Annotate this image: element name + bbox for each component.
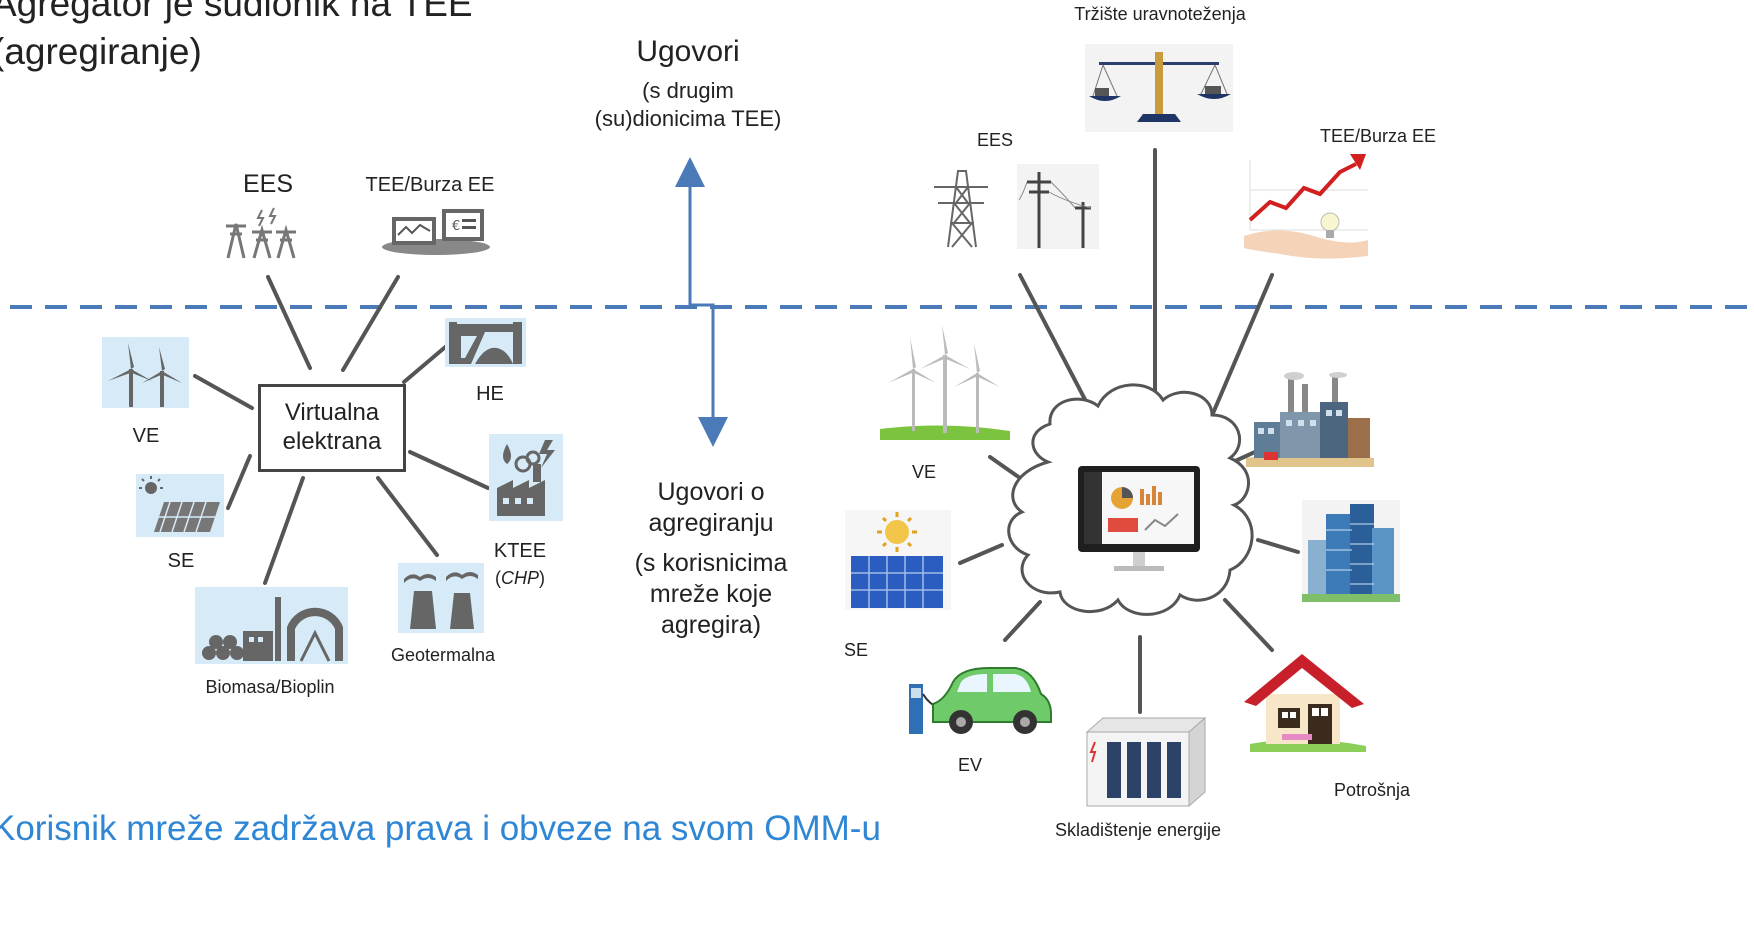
right-storage-label: Skladištenje energije — [1054, 820, 1222, 840]
contracts-top-line-2: (s drugim — [642, 78, 734, 103]
contracts-bottom-line-5: agregira) — [660, 611, 762, 639]
power-pole-icon — [1017, 164, 1099, 249]
geothermal-plant-icon — [398, 563, 484, 633]
left-geothermal-label: Geotermalna — [390, 645, 496, 665]
biomass-plant-icon — [195, 587, 348, 664]
dashboard-monitor-icon — [1078, 466, 1200, 571]
vpp-label-line-1: Virtualna — [284, 399, 380, 427]
left-ktee-chp-text: CHP — [500, 568, 540, 588]
contracts-top-line-3: (su)dionicima TEE) — [594, 106, 782, 131]
market-growth-icon — [1244, 154, 1368, 259]
contracts-top-title: Ugovori — [636, 35, 740, 68]
right-ev-label: EV — [957, 755, 983, 775]
right-tee-label: TEE/Burza EE — [1319, 126, 1437, 146]
hydro-plant-icon — [445, 318, 526, 367]
right-ees-label: EES — [976, 130, 1014, 150]
left-se-label: SE — [167, 550, 195, 572]
chp-plant-icon — [489, 434, 563, 521]
heading-line-1: Agregator je sudionik na TEE — [0, 0, 473, 24]
stock-exchange-icon: € — [382, 209, 490, 255]
left-ktee-label: KTEE — [493, 540, 547, 562]
wind-turbine-icon — [102, 337, 189, 408]
contract-arrow-up — [675, 157, 713, 307]
left-he-label: HE — [476, 383, 504, 405]
solar-sun-panel-icon — [845, 510, 951, 610]
industry-icon — [1246, 372, 1374, 467]
right-ve-label: VE — [911, 462, 937, 482]
contracts-bottom-line-4: mreže koje — [649, 580, 773, 608]
svg-text:€: € — [452, 219, 460, 234]
right-se-label: SE — [843, 640, 869, 660]
balance-scale-icon — [1085, 44, 1233, 132]
transmission-tower-icon — [226, 207, 296, 259]
contract-arrow-down — [690, 303, 728, 447]
left-ve-label: VE — [132, 425, 160, 447]
house-icon — [1244, 654, 1366, 752]
left-biomass-label: Biomasa/Bioplin — [205, 677, 335, 697]
contracts-bottom-line-1: Ugovori o — [657, 478, 765, 506]
battery-storage-icon — [1085, 716, 1207, 807]
right-consumption-label: Potrošnja — [1333, 780, 1411, 800]
electric-car-icon — [909, 667, 1052, 734]
left-ktee-chp-label: (CHP) — [494, 568, 546, 588]
wind-farm-icon — [880, 325, 1010, 440]
footer-note: Korisnik mreže zadržava prava i obveze n… — [0, 809, 881, 848]
solar-panel-icon — [136, 474, 224, 537]
pylon-icon — [934, 170, 988, 248]
contracts-bottom-line-3: (s korisnicima — [634, 549, 788, 577]
heading-line-2: (agregiranje) — [0, 31, 202, 72]
contracts-bottom-line-2: agregiranju — [648, 509, 774, 537]
office-buildings-icon — [1302, 500, 1400, 602]
vpp-label-line-2: elektrana — [282, 428, 382, 455]
left-ees-label: EES — [242, 170, 294, 198]
vpp-connectors — [193, 275, 490, 585]
right-balancing-label: Tržište uravnoteženja — [1074, 4, 1246, 24]
left-tee-label: TEE/Burza EE — [365, 174, 495, 196]
